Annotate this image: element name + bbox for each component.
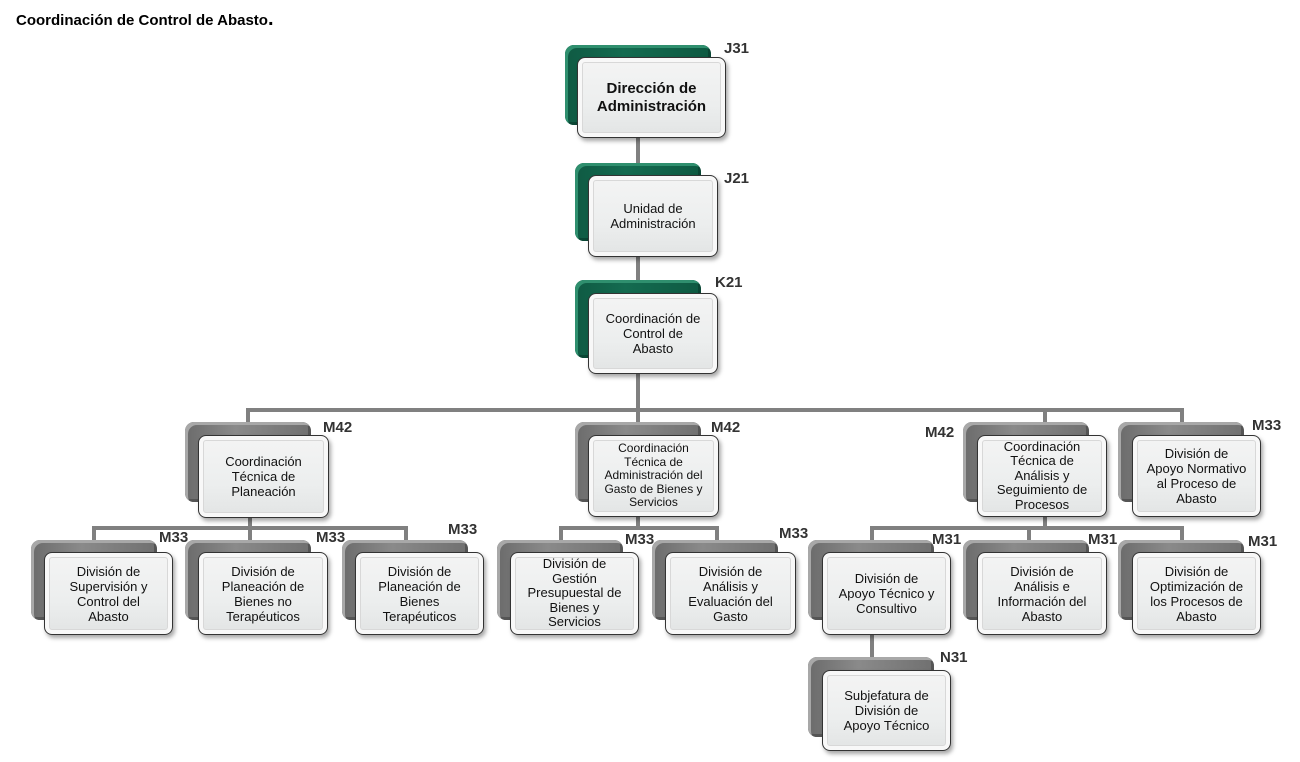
node-label: División de Apoyo Técnico y Consultivo (838, 571, 935, 616)
node-card: Subjefatura de División de Apoyo Técnico (822, 670, 951, 751)
title-period: . (267, 8, 274, 30)
node-label: División de Planeación de Bienes Terapéu… (378, 563, 461, 624)
node-card: Coordinación Técnica de Administración d… (588, 435, 719, 517)
node-label: División de Planeación de Bienes no Tera… (221, 563, 305, 624)
node-code: J31 (724, 40, 750, 57)
node-code: N31 (940, 649, 968, 666)
node-card: Coordinación de Control de Abasto (588, 293, 718, 374)
node-card: División de Optimización de los Procesos… (1132, 552, 1261, 635)
connector-level2-bus (246, 408, 1184, 423)
node-code: M42 (925, 424, 955, 441)
node-code: M33 (1252, 417, 1282, 434)
node-code: M33 (448, 521, 478, 538)
node-card: División de Planeación de Bienes Terapéu… (355, 552, 484, 635)
node-code: M33 (159, 529, 189, 546)
page-title: Coordinación de Control de Abasto. (16, 9, 274, 29)
node-card: Dirección de Administración (577, 57, 726, 138)
node-code: M33 (625, 531, 655, 548)
node-code: M31 (1248, 533, 1278, 550)
node-label: Subjefatura de División de Apoyo Técnico (843, 688, 930, 733)
node-code: M31 (1088, 531, 1118, 548)
node-card: Coordinación Técnica de Análisis y Segui… (977, 435, 1107, 517)
node-code: J21 (724, 170, 750, 187)
node-code: M42 (711, 419, 741, 436)
node-code: M33 (779, 525, 809, 542)
node-code: M31 (932, 531, 962, 548)
node-code: K21 (715, 274, 743, 291)
node-card: División de Planeación de Bienes no Tera… (198, 552, 328, 635)
node-label: Coordinación de Control de Abasto (605, 311, 701, 356)
node-label: Coordinación Técnica de Planeación (225, 454, 302, 499)
node-label: División de Gestión Presupuestal de Bien… (527, 556, 622, 630)
node-label: Coordinación Técnica de Análisis y Segui… (996, 438, 1088, 512)
node-label: División de Apoyo Normativo al Proceso d… (1146, 446, 1247, 506)
connector-ctag-bus (559, 526, 719, 540)
node-code: M33 (316, 529, 346, 546)
node-card: Unidad de Administración (588, 175, 718, 257)
node-card: División de Gestión Presupuestal de Bien… (510, 552, 639, 635)
node-card: División de Supervisión y Control del Ab… (44, 552, 173, 635)
node-label: Coordinación Técnica de Administración d… (604, 441, 703, 510)
node-card: División de Apoyo Técnico y Consultivo (822, 552, 951, 635)
node-label: División de Supervisión y Control del Ab… (69, 563, 148, 624)
node-code: M42 (323, 419, 353, 436)
title-text: Coordinación de Control de Abasto (16, 12, 268, 29)
node-card: División de Apoyo Normativo al Proceso d… (1132, 435, 1261, 517)
node-card: División de Análisis y Evaluación del Ga… (665, 552, 796, 635)
node-card: División de Análisis e Información del A… (977, 552, 1107, 635)
node-label: División de Optimización de los Procesos… (1149, 563, 1244, 624)
node-label: División de Análisis y Evaluación del Ga… (688, 563, 773, 624)
node-card: Coordinación Técnica de Planeación (198, 435, 329, 518)
node-label: Unidad de Administración (610, 201, 696, 231)
node-label: División de Análisis e Información del A… (997, 563, 1087, 624)
node-label: Dirección de Administración (596, 79, 707, 115)
